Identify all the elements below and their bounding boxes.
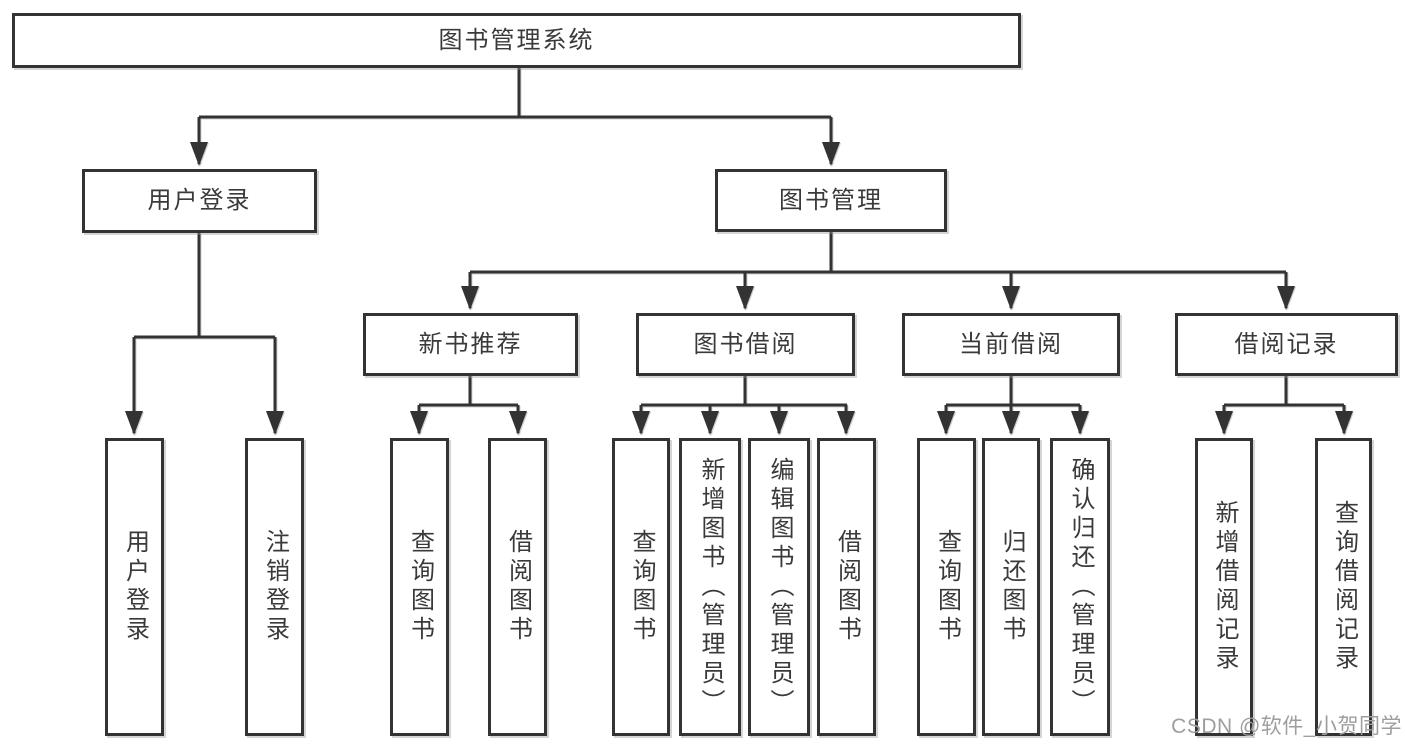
node-label: 用户登录 (121, 529, 149, 645)
node-label: 当前借阅 (959, 330, 1063, 358)
node-label: 借阅图书 (504, 529, 532, 645)
node-label: 注销登录 (261, 529, 289, 645)
node-label: 确认归还（管理员） (1067, 456, 1094, 718)
node-label: 查询图书 (628, 529, 655, 645)
leaf-return-books: 归还图书 (982, 438, 1040, 736)
leaf-user-login: 用户登录 (105, 438, 164, 736)
node-label: 查询借阅记录 (1330, 500, 1358, 674)
leaf-query-books-recommend: 查询图书 (390, 438, 449, 736)
node-label: 图书管理 (779, 186, 883, 214)
node-current-borrow: 当前借阅 (902, 313, 1120, 376)
node-book-borrow: 图书借阅 (636, 313, 855, 376)
node-label: 编辑图书（管理员） (766, 456, 793, 718)
leaf-add-books-admin: 新增图书（管理员） (679, 438, 741, 736)
leaf-confirm-return-admin: 确认归还（管理员） (1050, 438, 1110, 736)
node-borrow-records: 借阅记录 (1175, 313, 1398, 376)
leaf-query-borrow-record: 查询借阅记录 (1315, 438, 1372, 736)
leaf-borrow-books: 借阅图书 (817, 438, 876, 736)
node-user-login: 用户登录 (82, 169, 317, 233)
node-label: 借阅记录 (1234, 330, 1339, 358)
node-label: 图书管理系统 (438, 26, 595, 54)
leaf-edit-books-admin: 编辑图书（管理员） (748, 438, 810, 736)
node-label: 新增借阅记录 (1211, 500, 1238, 674)
leaf-query-books-borrow: 查询图书 (612, 438, 670, 736)
node-label: 新增图书（管理员） (697, 456, 724, 718)
node-root: 图书管理系统 (12, 13, 1021, 68)
node-label: 图书借阅 (693, 330, 798, 358)
node-label: 新书推荐 (418, 330, 523, 358)
node-new-book-recommend: 新书推荐 (363, 313, 578, 376)
node-book-management: 图书管理 (715, 169, 947, 232)
leaf-borrow-books-recommend: 借阅图书 (488, 438, 547, 736)
node-label: 归还图书 (998, 529, 1025, 645)
leaf-add-borrow-record: 新增借阅记录 (1195, 438, 1253, 736)
node-label: 用户登录 (147, 187, 252, 214)
leaf-query-books-current: 查询图书 (917, 438, 976, 736)
leaf-logout: 注销登录 (245, 438, 304, 736)
node-label: 借阅图书 (833, 529, 861, 645)
csdn-watermark: CSDN @软件_小贺同学 (1171, 715, 1402, 738)
node-label: 查询图书 (933, 529, 961, 645)
node-label: 查询图书 (406, 529, 434, 645)
